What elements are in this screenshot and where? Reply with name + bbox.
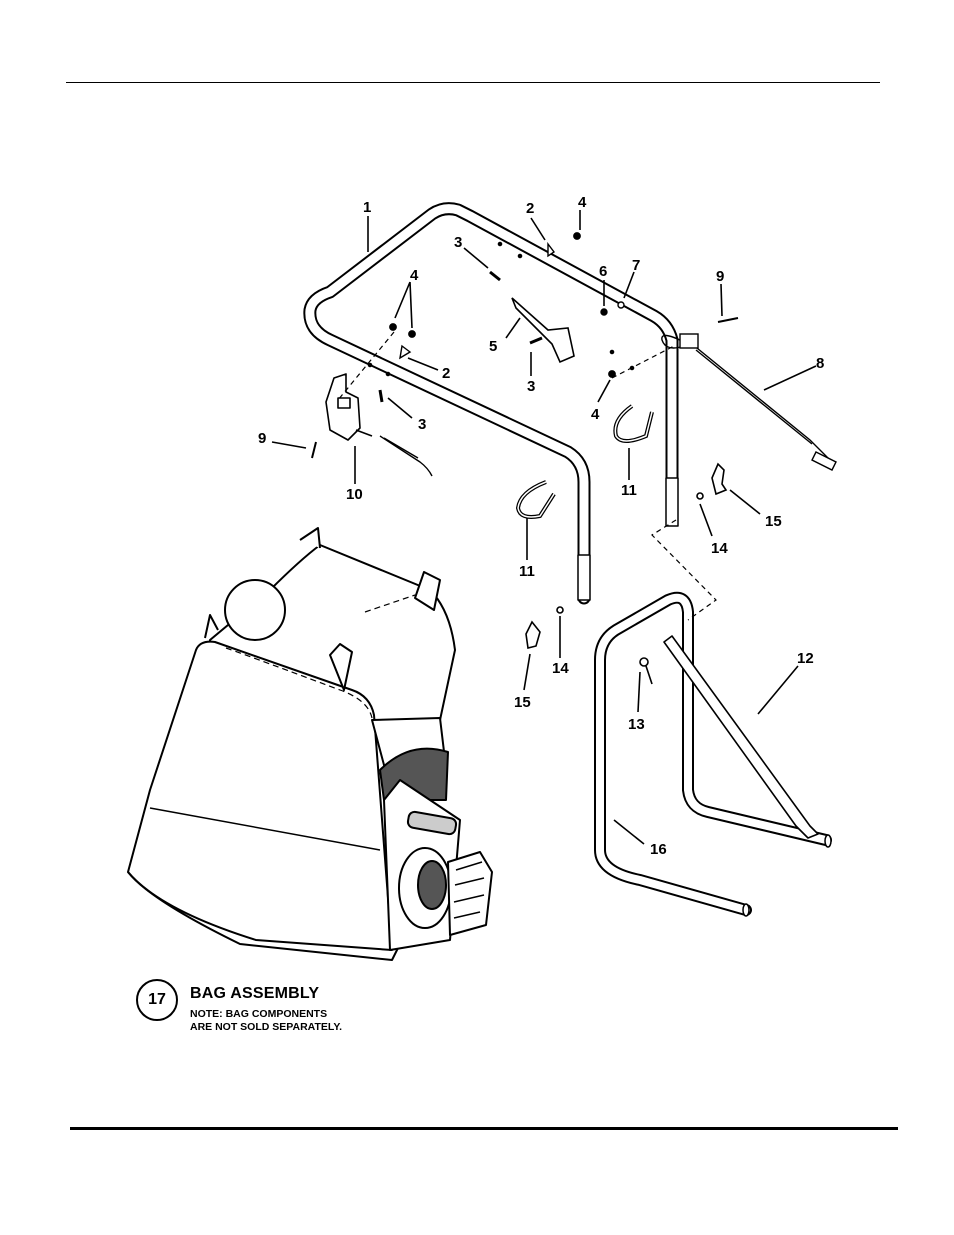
- callout-7: 7: [632, 257, 640, 274]
- callout-11-left: 11: [519, 563, 535, 580]
- grass-bag: [128, 528, 492, 960]
- callout-4-left: 4: [410, 267, 419, 284]
- callout-2-top: 2: [526, 200, 534, 217]
- lower-bracket-rod: [640, 636, 818, 838]
- wing-nut-right: [697, 464, 726, 499]
- callout-15-left: 15: [514, 694, 531, 711]
- callout-9-left: 9: [258, 430, 266, 447]
- callout-14-right: 14: [711, 540, 728, 557]
- callout-6: 6: [599, 263, 607, 280]
- handle-bracket: [326, 374, 372, 440]
- callout-11-right: 11: [621, 482, 637, 499]
- callout-14-left: 14: [552, 660, 569, 677]
- legend-note: NOTE: BAG COMPONENTS ARE NOT SOLD SEPARA…: [190, 1008, 342, 1034]
- upper-handle: [310, 209, 678, 600]
- legend-note-line-1: NOTE: BAG COMPONENTS: [190, 1008, 342, 1021]
- legend-number-circle: 17: [136, 979, 178, 1021]
- callout-5: 5: [489, 338, 497, 355]
- wing-nut-left: [526, 607, 563, 648]
- callout-3-mid: 3: [527, 378, 535, 395]
- callout-8: 8: [816, 355, 824, 372]
- callout-3-top: 3: [454, 234, 462, 251]
- callout-13: 13: [628, 716, 645, 733]
- lower-handle: [600, 598, 831, 916]
- legend-title: BAG ASSEMBLY: [190, 985, 319, 1003]
- callout-10: 10: [346, 486, 363, 503]
- callout-4-top: 4: [578, 194, 587, 211]
- control-cable-left: [380, 436, 432, 476]
- callout-16: 16: [650, 841, 667, 858]
- callout-2-left: 2: [442, 365, 450, 382]
- callout-1: 1: [363, 199, 371, 216]
- callout-15-right: 15: [765, 513, 782, 530]
- legend-note-line-2: ARE NOT SOLD SEPARATELY.: [190, 1021, 342, 1034]
- callout-4-mid: 4: [591, 406, 600, 423]
- cable-guide: [512, 298, 574, 362]
- callout-9-right: 9: [716, 268, 724, 285]
- control-cable-right: [662, 334, 836, 470]
- callout-3-left: 3: [418, 416, 426, 433]
- footer-rule: [70, 1127, 898, 1130]
- callout-12: 12: [797, 650, 814, 667]
- bag-assembly-legend: 17 BAG ASSEMBLY NOTE: BAG COMPONENTS ARE…: [136, 977, 396, 1041]
